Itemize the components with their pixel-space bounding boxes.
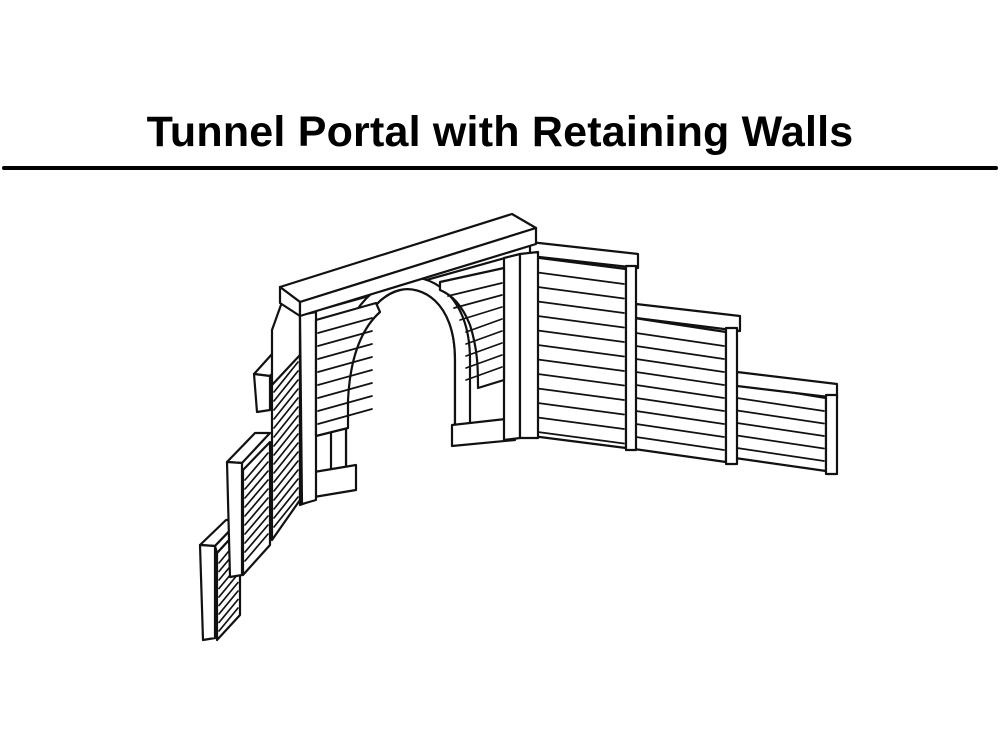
stone-course-line <box>736 434 825 450</box>
stone-course-line <box>465 354 503 369</box>
stone-course-line <box>635 332 725 347</box>
stone-course-line <box>218 581 239 607</box>
stone-course-line <box>736 422 825 437</box>
stone-course-line <box>244 488 269 517</box>
stone-course-line <box>273 361 299 393</box>
stone-course-line <box>273 496 299 528</box>
stone-course-line <box>635 384 725 399</box>
stone-course-line <box>447 282 503 297</box>
stone-course-line <box>273 442 299 474</box>
stone-course-line <box>317 343 373 360</box>
right-retaining-wall-stepped <box>528 240 839 476</box>
stone-course-line <box>533 416 625 430</box>
stone-course-line <box>273 433 299 465</box>
stone-course-line <box>244 506 269 535</box>
right-wall-section-3 <box>733 370 839 476</box>
stone-course-line <box>736 447 825 462</box>
stone-course-line <box>273 460 299 492</box>
stone-course-line <box>244 524 269 553</box>
stone-course-line <box>533 343 625 358</box>
stone-course-line <box>465 318 503 333</box>
stone-course-line <box>218 607 239 632</box>
stone-course-line <box>317 330 373 347</box>
stone-course-line <box>218 590 239 615</box>
stone-course-line <box>465 366 503 381</box>
stone-course-line <box>533 300 625 314</box>
stone-course-line <box>273 424 299 456</box>
stone-course-line <box>533 358 625 372</box>
stone-course-line <box>635 397 725 412</box>
stone-course-line <box>273 487 299 519</box>
stone-course-line <box>244 452 269 481</box>
stone-course-line <box>465 330 503 345</box>
stone-course-line <box>635 371 725 386</box>
stone-course-line <box>273 406 299 438</box>
stone-course-line <box>273 370 299 402</box>
stone-course-line <box>533 314 625 329</box>
stone-course-line <box>244 515 269 544</box>
stone-course-line <box>273 388 299 420</box>
stone-course-line <box>317 408 373 425</box>
stone-course-line <box>635 345 725 360</box>
stone-course-line <box>533 430 625 445</box>
stone-course-line <box>635 436 725 451</box>
stone-course-line <box>317 382 373 399</box>
portal-cap <box>278 212 538 318</box>
stone-course-line <box>459 306 503 321</box>
portal-panel-left <box>314 301 382 438</box>
stone-course-line <box>453 294 503 309</box>
stone-course-line <box>533 387 625 401</box>
stone-course-line <box>273 469 299 501</box>
stone-course-line <box>244 497 269 526</box>
title-underline <box>2 166 998 170</box>
stone-course-line <box>533 329 625 343</box>
stone-course-line <box>533 271 625 285</box>
stone-course-line <box>273 397 299 429</box>
left-retaining-wall-stepped <box>198 298 316 642</box>
stone-course-line <box>533 285 625 300</box>
stone-course-line <box>273 415 299 447</box>
stone-course-line <box>533 401 625 416</box>
stone-course-line <box>218 598 239 624</box>
right-wall-section-2 <box>632 302 742 466</box>
stone-course-line <box>317 369 373 386</box>
stone-course-line <box>244 461 269 490</box>
stone-course-line <box>635 423 725 438</box>
stone-course-line <box>317 317 373 334</box>
stone-course-line <box>218 573 239 598</box>
stone-course-line <box>317 356 373 373</box>
left-wall-step-2 <box>225 431 272 579</box>
stone-course-line <box>533 372 625 387</box>
diagram-title: Tunnel Portal with Retaining Walls <box>146 108 854 156</box>
stone-course-line <box>273 478 299 510</box>
stone-course-line <box>736 397 825 412</box>
stone-course-line <box>635 410 725 425</box>
stone-course-line <box>244 479 269 508</box>
stone-course-line <box>635 358 725 373</box>
stone-course-line <box>465 342 503 357</box>
right-wall-section-1 <box>528 240 640 452</box>
stone-course-line <box>273 379 299 411</box>
stone-course-line <box>317 395 373 412</box>
tunnel-portal-arch <box>298 250 540 506</box>
stone-course-line <box>244 533 269 562</box>
stone-course-line <box>273 451 299 483</box>
stone-course-line <box>736 409 825 425</box>
stone-course-line <box>244 470 269 499</box>
